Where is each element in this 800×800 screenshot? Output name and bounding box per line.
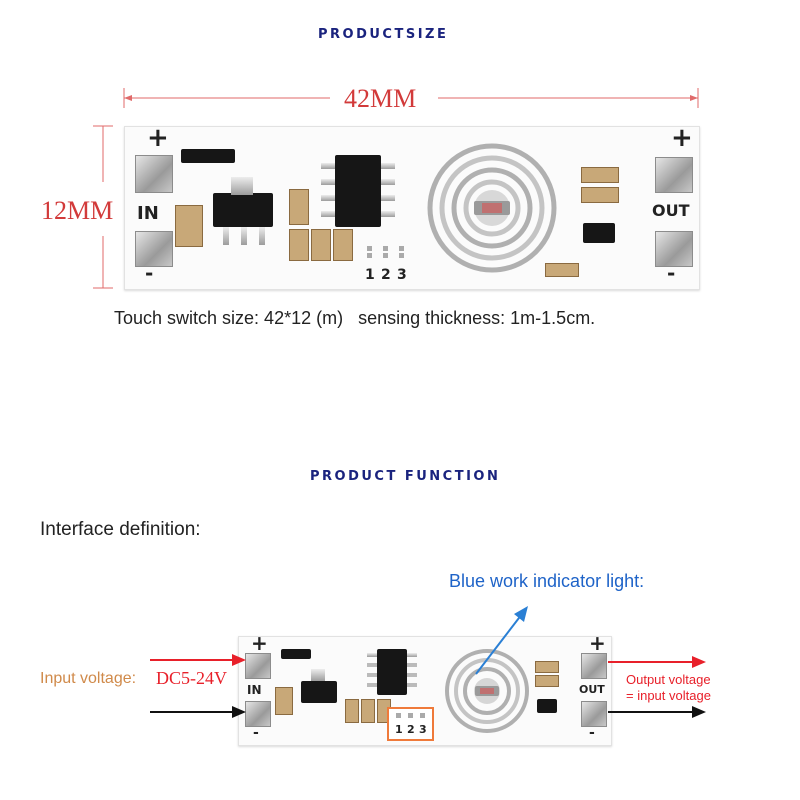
jumper-number-3: 3: [397, 267, 407, 283]
board2-regulator-tab: [311, 669, 325, 681]
board-plus-right: +: [671, 123, 693, 153]
ic-pin-l1: [321, 163, 335, 169]
board2-jumper-number-3: 3: [419, 723, 427, 736]
board2-in-label: IN: [247, 683, 262, 697]
resistor-1: [289, 229, 309, 261]
ic-pin-l3: [321, 195, 335, 201]
board2-input-minus-pad: [245, 701, 271, 727]
output-transistor: [583, 223, 615, 243]
board2-diode: [281, 649, 311, 659]
input-voltage-value: DC5-24V: [156, 668, 227, 688]
board2-resistor-1: [345, 699, 359, 723]
board2-jumper-number-1: 1: [395, 723, 403, 736]
indicator-arrow: [475, 613, 523, 675]
board2-resistor-2: [361, 699, 375, 723]
regulator-pin-1: [223, 227, 229, 245]
indicator-light-label: Blue work indicator light:: [449, 571, 645, 591]
out-label: OUT: [652, 201, 690, 220]
width-label: 42MM: [344, 84, 417, 113]
board2-input-plus-pad: [245, 653, 271, 679]
capacitor-mid: [289, 189, 309, 225]
resistor-3: [333, 229, 353, 261]
regulator-pin-3: [259, 227, 265, 245]
jumper-number-1: 1: [365, 267, 375, 283]
capacitor-left: [175, 205, 203, 247]
height-label: 12MM: [41, 196, 114, 225]
touch-switch-board-bottom: + + IN - OUT -: [238, 631, 612, 746]
resistor-out-2: [581, 187, 619, 203]
jumper-highlight-box: 1 2 3: [387, 707, 434, 741]
board-plus-left: +: [147, 123, 169, 153]
board2-minus-right: -: [589, 725, 595, 741]
board2-ic-pins-left: [367, 653, 377, 657]
size-caption: Touch switch size: 42*12 (m) sensing thi…: [114, 308, 596, 328]
ic-pin-r4: [381, 211, 395, 217]
ic-pin-r2: [381, 179, 395, 185]
output-plus-pad: [655, 157, 693, 193]
board2-resistor-out-1: [535, 661, 559, 673]
regulator-tab: [231, 177, 253, 195]
resistor-out-3: [545, 263, 579, 277]
output-minus-pad: [655, 231, 693, 267]
board2-touch-spring-coil: [445, 649, 529, 733]
ic-pin-l2: [321, 179, 335, 185]
board2-ic-pins-right: [407, 653, 417, 657]
resistor-2: [311, 229, 331, 261]
resistor-out-1: [581, 167, 619, 183]
output-voltage-line1: Output voltage: [626, 672, 711, 687]
in-label: IN: [137, 203, 159, 224]
board2-jumper-number-2: 2: [407, 723, 415, 736]
input-plus-pad: [135, 155, 173, 193]
input-minus-pad: [135, 231, 173, 267]
board2-plus-right: +: [589, 631, 606, 655]
ic-pin-r1: [381, 163, 395, 169]
interface-definition-label: Interface definition:: [40, 519, 201, 540]
product-function-heading: PRODUCT FUNCTION: [310, 469, 501, 484]
diode: [181, 149, 235, 163]
jumper-pads: [365, 245, 411, 259]
ic-pin-l4: [321, 211, 335, 217]
jumper-number-2: 2: [381, 267, 391, 283]
touch-spring-coil: [427, 143, 557, 273]
board2-resistor-out-2: [535, 675, 559, 687]
board2-output-minus-pad: [581, 701, 607, 727]
width-dimension-line: [93, 88, 699, 289]
board2-output-transistor: [537, 699, 557, 713]
regulator-chip: [213, 193, 273, 227]
board2-plus-left: +: [251, 631, 268, 655]
touch-switch-board-top: + + IN - 1 2 3 OUT: [124, 123, 700, 290]
board-minus-right: -: [667, 261, 676, 285]
input-voltage-label: Input voltage:: [40, 670, 137, 687]
board2-regulator: [301, 681, 337, 703]
board2-output-plus-pad: [581, 653, 607, 679]
board2-capacitor: [275, 687, 293, 715]
product-size-heading: PRODUCTSIZE: [318, 27, 449, 42]
output-voltage-line2: = input voltage: [626, 688, 711, 703]
board2-out-label: OUT: [579, 683, 605, 696]
ic-pin-r3: [381, 195, 395, 201]
board2-minus-left: -: [253, 725, 259, 741]
board2-control-ic: [377, 649, 407, 695]
regulator-pin-2: [241, 227, 247, 245]
control-ic: [335, 155, 381, 227]
board-minus-left: -: [145, 261, 154, 285]
